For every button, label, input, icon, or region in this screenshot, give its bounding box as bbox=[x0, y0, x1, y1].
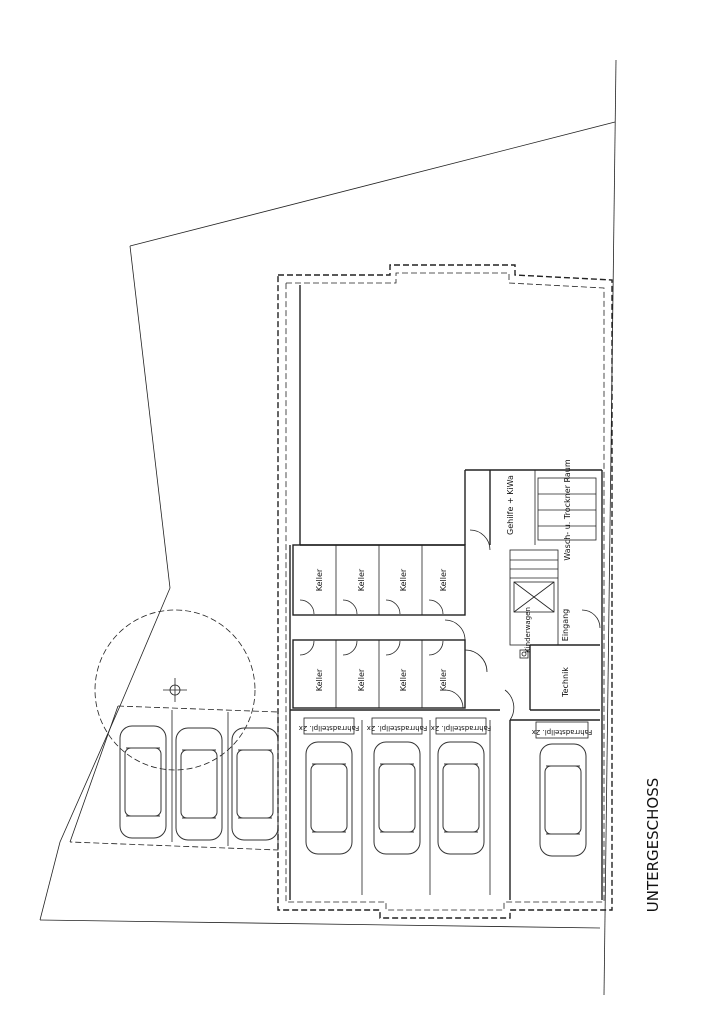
indoor-parking bbox=[303, 717, 589, 895]
gehilfe-label: Gehilfe + KiWa bbox=[506, 475, 515, 535]
main-walls bbox=[289, 285, 603, 900]
keller-label: Keller bbox=[439, 668, 448, 691]
fahrrad-label: Fahrradstellpl. 2x bbox=[367, 724, 428, 732]
car-icon bbox=[539, 743, 587, 857]
car-icon bbox=[175, 727, 223, 841]
keller-label: Keller bbox=[315, 568, 324, 591]
keller-label: Keller bbox=[315, 668, 324, 691]
keller-label: Keller bbox=[439, 568, 448, 591]
keller-label: Keller bbox=[399, 568, 408, 591]
car-icon bbox=[373, 741, 421, 855]
car-icon bbox=[305, 741, 353, 855]
eingang-label: Eingang bbox=[561, 609, 570, 641]
car-symbols bbox=[119, 725, 587, 857]
technik-label: Technik bbox=[561, 667, 570, 698]
site-boundary bbox=[39, 59, 617, 996]
plan-title: UNTERGESCHOSS bbox=[644, 778, 662, 913]
wasch-label: Wasch- u. Trockner Raum bbox=[563, 459, 572, 560]
door-swings bbox=[299, 529, 601, 721]
building-outline bbox=[277, 264, 613, 919]
car-icon bbox=[119, 725, 167, 839]
keller-label: Keller bbox=[357, 568, 366, 591]
room-labels: Keller Keller Keller Keller Keller Kelle… bbox=[299, 459, 593, 736]
car-icon bbox=[437, 741, 485, 855]
car-icon bbox=[231, 727, 279, 841]
fahrrad-label: Fahrradstellpl. 2x bbox=[532, 728, 593, 736]
flur-label: Kinderwagen bbox=[524, 607, 532, 653]
tree-symbol bbox=[94, 609, 256, 771]
keller-label: Keller bbox=[357, 668, 366, 691]
fahrrad-label: Fahrradstellpl. 2x bbox=[299, 724, 360, 732]
keller-label: Keller bbox=[399, 668, 408, 691]
fahrrad-label: Fahrradstellpl. 2x bbox=[431, 724, 492, 732]
